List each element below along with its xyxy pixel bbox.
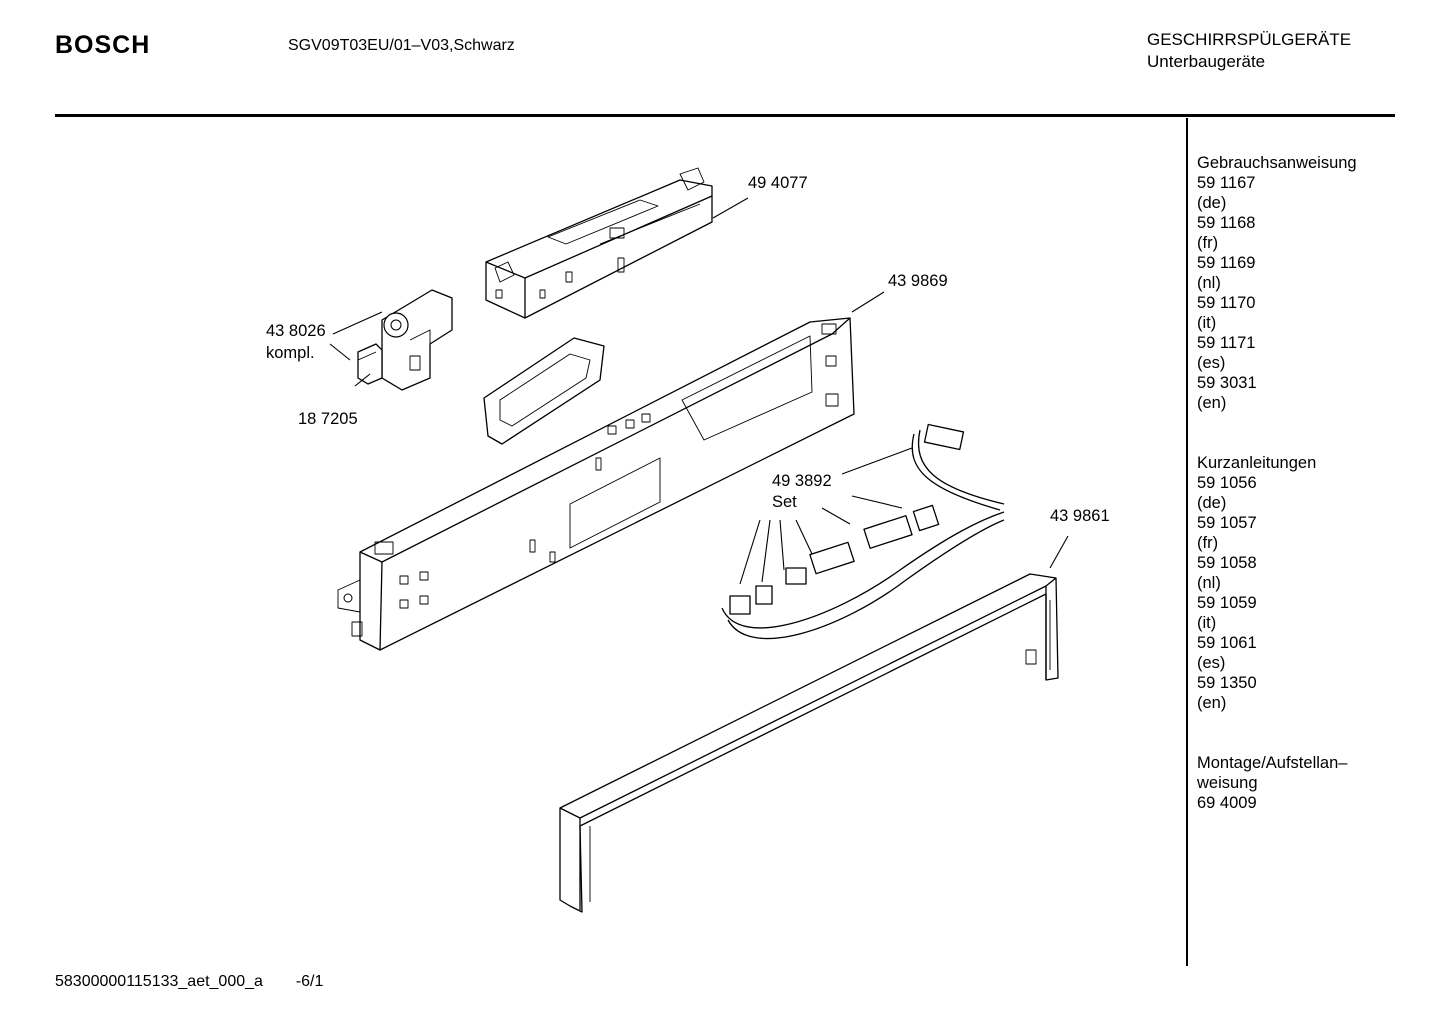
leader-cable-f (795, 519, 813, 555)
doc-language: (en) (1197, 694, 1227, 712)
doc-number: 59 1169 (1197, 254, 1256, 272)
sidebar-divider (1186, 118, 1188, 966)
doc-language: (de) (1197, 194, 1227, 212)
part-label-cable-set-suffix: Set (772, 493, 797, 511)
footer: 58300000115133_aet_000_a -6/1 (55, 973, 323, 991)
doc-language: (es) (1197, 654, 1226, 672)
leader-cable-e (779, 519, 785, 571)
quick-guides-group: Kurzanleitungen 59 1056 (de) 59 1057 (fr… (1197, 453, 1397, 713)
model-number: SGV09T03EU/01–V03,Schwarz (288, 37, 515, 54)
header-divider (55, 114, 1395, 117)
part-label-cable-set: 49 3892 (772, 472, 832, 490)
doc-number: 59 1057 (1197, 514, 1257, 532)
leader-control-panel (851, 291, 885, 313)
part-label-switch: 43 8026 (266, 322, 326, 340)
leader-switch-compl (329, 343, 351, 361)
doc-language: (nl) (1197, 574, 1221, 592)
doc-language: (it) (1197, 614, 1217, 632)
leader-cable-d (761, 519, 771, 583)
doc-number: 59 1167 (1197, 174, 1256, 192)
installation-group: Montage/Aufstellan– weisung 69 4009 (1197, 753, 1397, 813)
doc-language: (es) (1197, 354, 1226, 372)
doc-number: 59 1170 (1197, 294, 1256, 312)
leader-cable-c (739, 519, 761, 585)
doc-group-title: Kurzanleitungen (1197, 454, 1317, 472)
documents-sidebar: Gebrauchsanweisung 59 1167 (de) 59 1168 … (1197, 153, 1397, 833)
footer-page: -6/1 (295, 973, 324, 990)
doc-number: 59 1061 (1197, 634, 1257, 652)
leader-cable-a (851, 495, 903, 509)
doc-number: 69 4009 (1197, 794, 1257, 812)
control-module-drawing (485, 167, 713, 319)
doc-number: 59 3031 (1197, 374, 1257, 392)
switch-drawing (357, 289, 453, 391)
part-label-trim-strip: 43 9861 (1050, 507, 1110, 525)
part-label-control-panel: 43 9869 (888, 272, 948, 290)
doc-language: (nl) (1197, 274, 1221, 292)
operating-instructions-group: Gebrauchsanweisung 59 1167 (de) 59 1168 … (1197, 153, 1397, 413)
button-frame-drawing (483, 337, 605, 445)
category-title: GESCHIRRSPÜLGERÄTE (1147, 30, 1352, 49)
part-label-switch-suffix: kompl. (266, 344, 315, 362)
leader-trim-strip (1049, 535, 1069, 569)
doc-language: (de) (1197, 494, 1227, 512)
doc-group-title: Gebrauchsanweisung (1197, 154, 1357, 172)
footer-doc-id: 58300000115133_aet_000_a (55, 973, 263, 990)
brand-logo: BOSCH (55, 31, 151, 59)
leader-cable-top (841, 447, 913, 475)
doc-number: 59 1059 (1197, 594, 1257, 612)
doc-number: 59 1171 (1197, 334, 1256, 352)
doc-number: 59 1168 (1197, 214, 1256, 232)
doc-language: (en) (1197, 394, 1227, 412)
control-panel-drawing (337, 317, 855, 651)
doc-number: 59 1350 (1197, 674, 1257, 692)
doc-group-title: Montage/Aufstellan– (1197, 754, 1348, 772)
doc-language: (fr) (1197, 234, 1219, 252)
doc-group-title-continued: weisung (1197, 774, 1258, 792)
doc-number: 59 1056 (1197, 474, 1257, 492)
leader-control-module (712, 197, 749, 219)
part-label-control-module: 49 4077 (748, 174, 808, 192)
leader-switch-part (354, 373, 371, 387)
trim-strip-drawing (559, 573, 1059, 913)
doc-language: (it) (1197, 314, 1217, 332)
category-subtitle: Unterbaugeräte (1147, 52, 1266, 71)
part-label-switch-part: 18 7205 (298, 410, 358, 428)
leader-switch (332, 311, 383, 335)
doc-number: 59 1058 (1197, 554, 1257, 572)
leader-cable-b (821, 507, 851, 525)
doc-language: (fr) (1197, 534, 1219, 552)
cable-set-drawing (721, 423, 1005, 640)
